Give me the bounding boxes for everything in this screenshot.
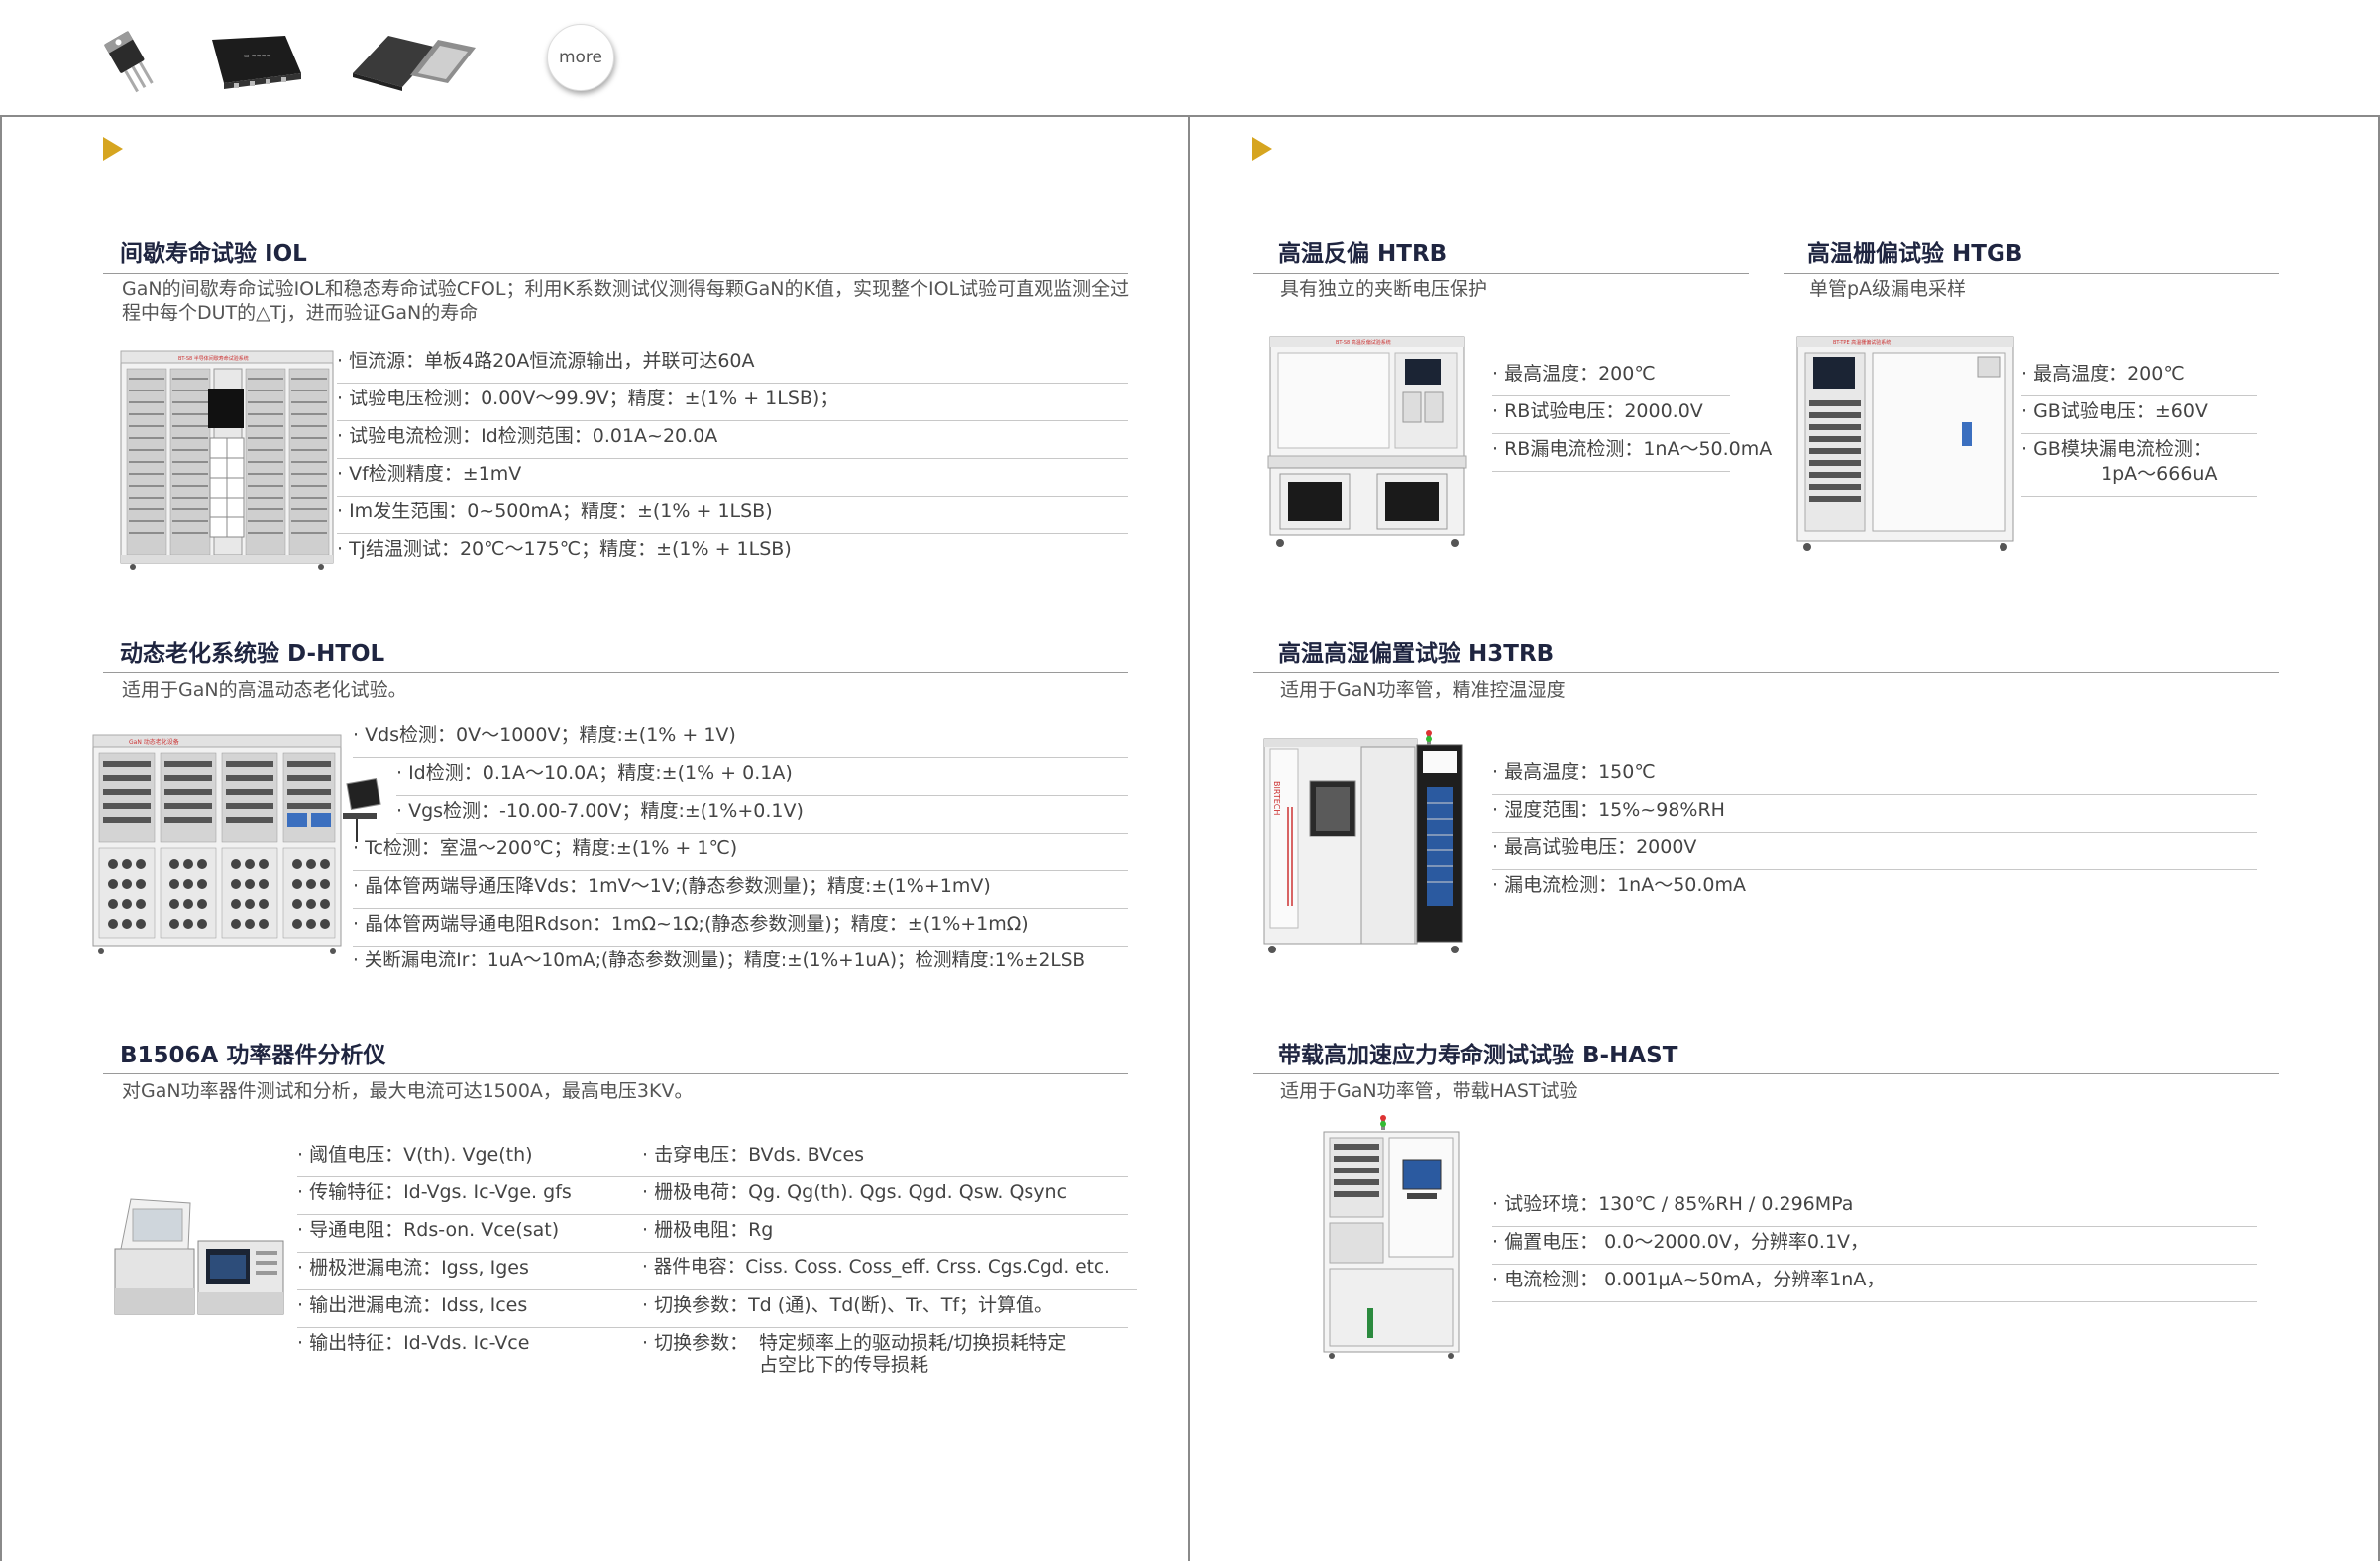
- spec-row: · 关断漏电流Ir：1uA～10mA;(静态参数测量)；精度:±(1%+1uA)…: [353, 950, 1086, 971]
- header-rule: [0, 115, 2380, 117]
- section-description: GaN的间歇寿命试验IOL和稳态寿命试验CFOL；利用K系数测试仪测得每颗GaN…: [122, 279, 1130, 324]
- spec-row: · Tc检测：室温～200℃；精度:±(1% + 1℃): [353, 834, 1128, 871]
- spec-row: · RB试验电压：2000.0V: [1492, 396, 1730, 434]
- spec-row: · GB试验电压：±60V: [2021, 396, 2257, 434]
- svg-text:▭ ≈≈≈≈: ▭ ≈≈≈≈: [244, 53, 271, 59]
- htgb-chamber-image: BT-TPE 高温栅偏试验系统: [1796, 336, 2014, 551]
- spec-row: · 栅极电荷：Qg. Qg(th). Qgs. Qgd. Qsw. Qsync: [642, 1177, 1128, 1215]
- dhtol-system-image: GaN 动态老化设备: [92, 734, 381, 954]
- section-title: 高温栅偏试验 HTGB: [1807, 241, 2023, 267]
- htrb-chamber-image: BT-S8 高温反偏试验系统: [1267, 336, 1467, 547]
- h3trb-chamber-image: BIRTECH: [1263, 730, 1463, 953]
- machine-label: BT-S8 高温反偏试验系统: [1336, 339, 1391, 346]
- spec-line: 特定频率上的驱动损耗/切换损耗特定: [759, 1332, 1067, 1354]
- section-rule: [1784, 273, 2279, 274]
- section-description: 适用于GaN的高温动态老化试验。: [122, 679, 407, 701]
- left-border: [0, 115, 2, 1561]
- section-title: B1506A 功率器件分析仪: [120, 1043, 386, 1068]
- bhast-chamber-image: [1323, 1115, 1460, 1359]
- spec-row: · 栅极电阻：Rg: [642, 1215, 1128, 1253]
- spec-row: · Id检测：0.1A～10.0A；精度:±(1% + 0.1A): [396, 758, 1128, 796]
- spec-row: · Vgs检测：-10.00-7.00V；精度:±(1%+0.1V): [396, 796, 1128, 834]
- spec-row: · 晶体管两端导通压降Vds：1mV～1V;(静态参数测量)；精度:±(1%+1…: [353, 871, 1128, 909]
- spec-row: · RB漏电流检测：1nA～50.0mA: [1492, 434, 1772, 472]
- spec-row: · 最高温度：150℃: [1492, 757, 2257, 795]
- spec-line: 占空比下的传导损耗: [759, 1354, 929, 1376]
- iol-test-system-image: BT-S8 半导体间歇寿命试验系统: [120, 350, 334, 570]
- spec-row: · GB模块漏电流检测：: [2021, 438, 2212, 460]
- section-title: 间歇寿命试验 IOL: [120, 241, 307, 267]
- wafer-die-icon[interactable]: [349, 30, 478, 91]
- spec-row: · Im发生范围：0~500mA；精度：±(1% + 1LSB): [337, 497, 1128, 534]
- section-description: 对GaN功率器件测试和分析，最大电流可达1500A，最高电压3KV。: [122, 1080, 694, 1102]
- spec-row: · 最高温度：200℃: [1492, 359, 1730, 396]
- section-rule: [1253, 672, 2279, 673]
- spec-row-multiline: 特定频率上的驱动损耗/切换损耗特定 占空比下的传导损耗: [759, 1332, 1066, 1376]
- spec-row: · 试验电流检测：Id检测范围：0.01A~20.0A: [337, 421, 1128, 459]
- section-description: 单管pA级漏电采样: [1809, 279, 1967, 300]
- spec-row: · 输出泄漏电流：Idss, Ices: [297, 1290, 644, 1328]
- spec-row-continuation: 1pA～666uA: [2021, 459, 2257, 497]
- spec-row: · 晶体管两端导通电阻Rdson：1mΩ~1Ω;(静态参数测量)；精度：±(1%…: [353, 909, 1128, 947]
- machine-label: BT-TPE 高温栅偏试验系统: [1833, 339, 1891, 346]
- spec-row: · 栅极泄漏电流：Igss, Iges: [297, 1253, 644, 1290]
- spec-row: · 试验电压检测：0.00V～99.9V；精度：±(1% + 1LSB)；: [337, 384, 1128, 421]
- section-rule: [1253, 1073, 2279, 1074]
- section-title: 带载高加速应力寿命测试试验 B-HAST: [1278, 1043, 1678, 1068]
- section-rule: [103, 672, 1128, 673]
- spec-row: · 击穿电压：BVds. BVces: [642, 1140, 1128, 1177]
- smd-package-icon[interactable]: ▭ ≈≈≈≈: [204, 34, 307, 89]
- spec-row: · 导通电阻：Rds-on. Vce(sat): [297, 1215, 644, 1253]
- spec-row: · Vf检测精度：±1mV: [337, 459, 1128, 497]
- spec-row: · 电流检测： 0.001μA~50mA，分辨率1nA，: [1492, 1265, 2257, 1302]
- spec-row: · 试验环境：130℃ / 85%RH / 0.296MPa: [1492, 1189, 2257, 1227]
- spec-row: · 输出特征：Id-Vds. Ic-Vce: [297, 1332, 530, 1354]
- machine-label: BIRTECH: [1272, 781, 1281, 815]
- machine-label: BT-S8 半导体间歇寿命试验系统: [178, 355, 249, 362]
- spec-row: · 切换参数：Td (通)、Td(断)、Tr、Tf；计算值。: [642, 1290, 1128, 1328]
- spec-row: · 恒流源：单板4路20A恒流源输出，并联可达60A: [337, 346, 1128, 384]
- section-title: 高温高湿偏置试验 H3TRB: [1278, 641, 1555, 667]
- section-description: 适用于GaN功率管，精准控温湿度: [1280, 679, 1566, 701]
- more-button[interactable]: more: [547, 24, 614, 91]
- b1506a-analyzer-image: [114, 1198, 284, 1315]
- section-title: 高温反偏 HTRB: [1278, 241, 1448, 267]
- section-marker-icon: [1252, 137, 1272, 161]
- spec-row: · 偏置电压： 0.0～2000.0V，分辨率0.1V，: [1492, 1227, 2257, 1265]
- section-rule: [1253, 273, 1749, 274]
- spec-label: · 切换参数：: [642, 1332, 749, 1354]
- spec-row: · 阈值电压：V(th). Vge(th): [297, 1140, 644, 1177]
- right-border: [2378, 115, 2380, 1561]
- section-description: 具有独立的夹断电压保护: [1280, 279, 1488, 300]
- spec-row: · 传输特征：Id-Vgs. Ic-Vge. gfs: [297, 1177, 644, 1215]
- spec-row: · 器件电容：Ciss. Coss. Coss_eff. Crss. Cgs.C…: [642, 1253, 1137, 1290]
- spec-row: · 最高温度：200℃: [2021, 359, 2257, 396]
- spec-row: · 漏电流检测：1nA～50.0mA: [1492, 874, 1747, 896]
- section-title: 动态老化系统验 D-HTOL: [120, 641, 385, 667]
- machine-label: GaN 动态老化设备: [129, 738, 179, 746]
- spec-row: · 湿度范围：15%~98%RH: [1492, 795, 2257, 833]
- section-description: 适用于GaN功率管，带载HAST试验: [1280, 1080, 1578, 1102]
- spec-row: · 最高试验电压：2000V: [1492, 833, 2257, 870]
- to247-transistor-icon[interactable]: [95, 30, 166, 97]
- spec-row: · Tj结温测试：20℃～175℃；精度：±(1% + 1LSB): [337, 538, 792, 560]
- section-rule: [103, 273, 1128, 274]
- spec-row: · Vds检测：0V～1000V；精度:±(1% + 1V): [353, 721, 1128, 758]
- spread-divider: [1188, 115, 1190, 1561]
- section-rule: [103, 1073, 1128, 1074]
- section-marker-icon: [103, 137, 123, 161]
